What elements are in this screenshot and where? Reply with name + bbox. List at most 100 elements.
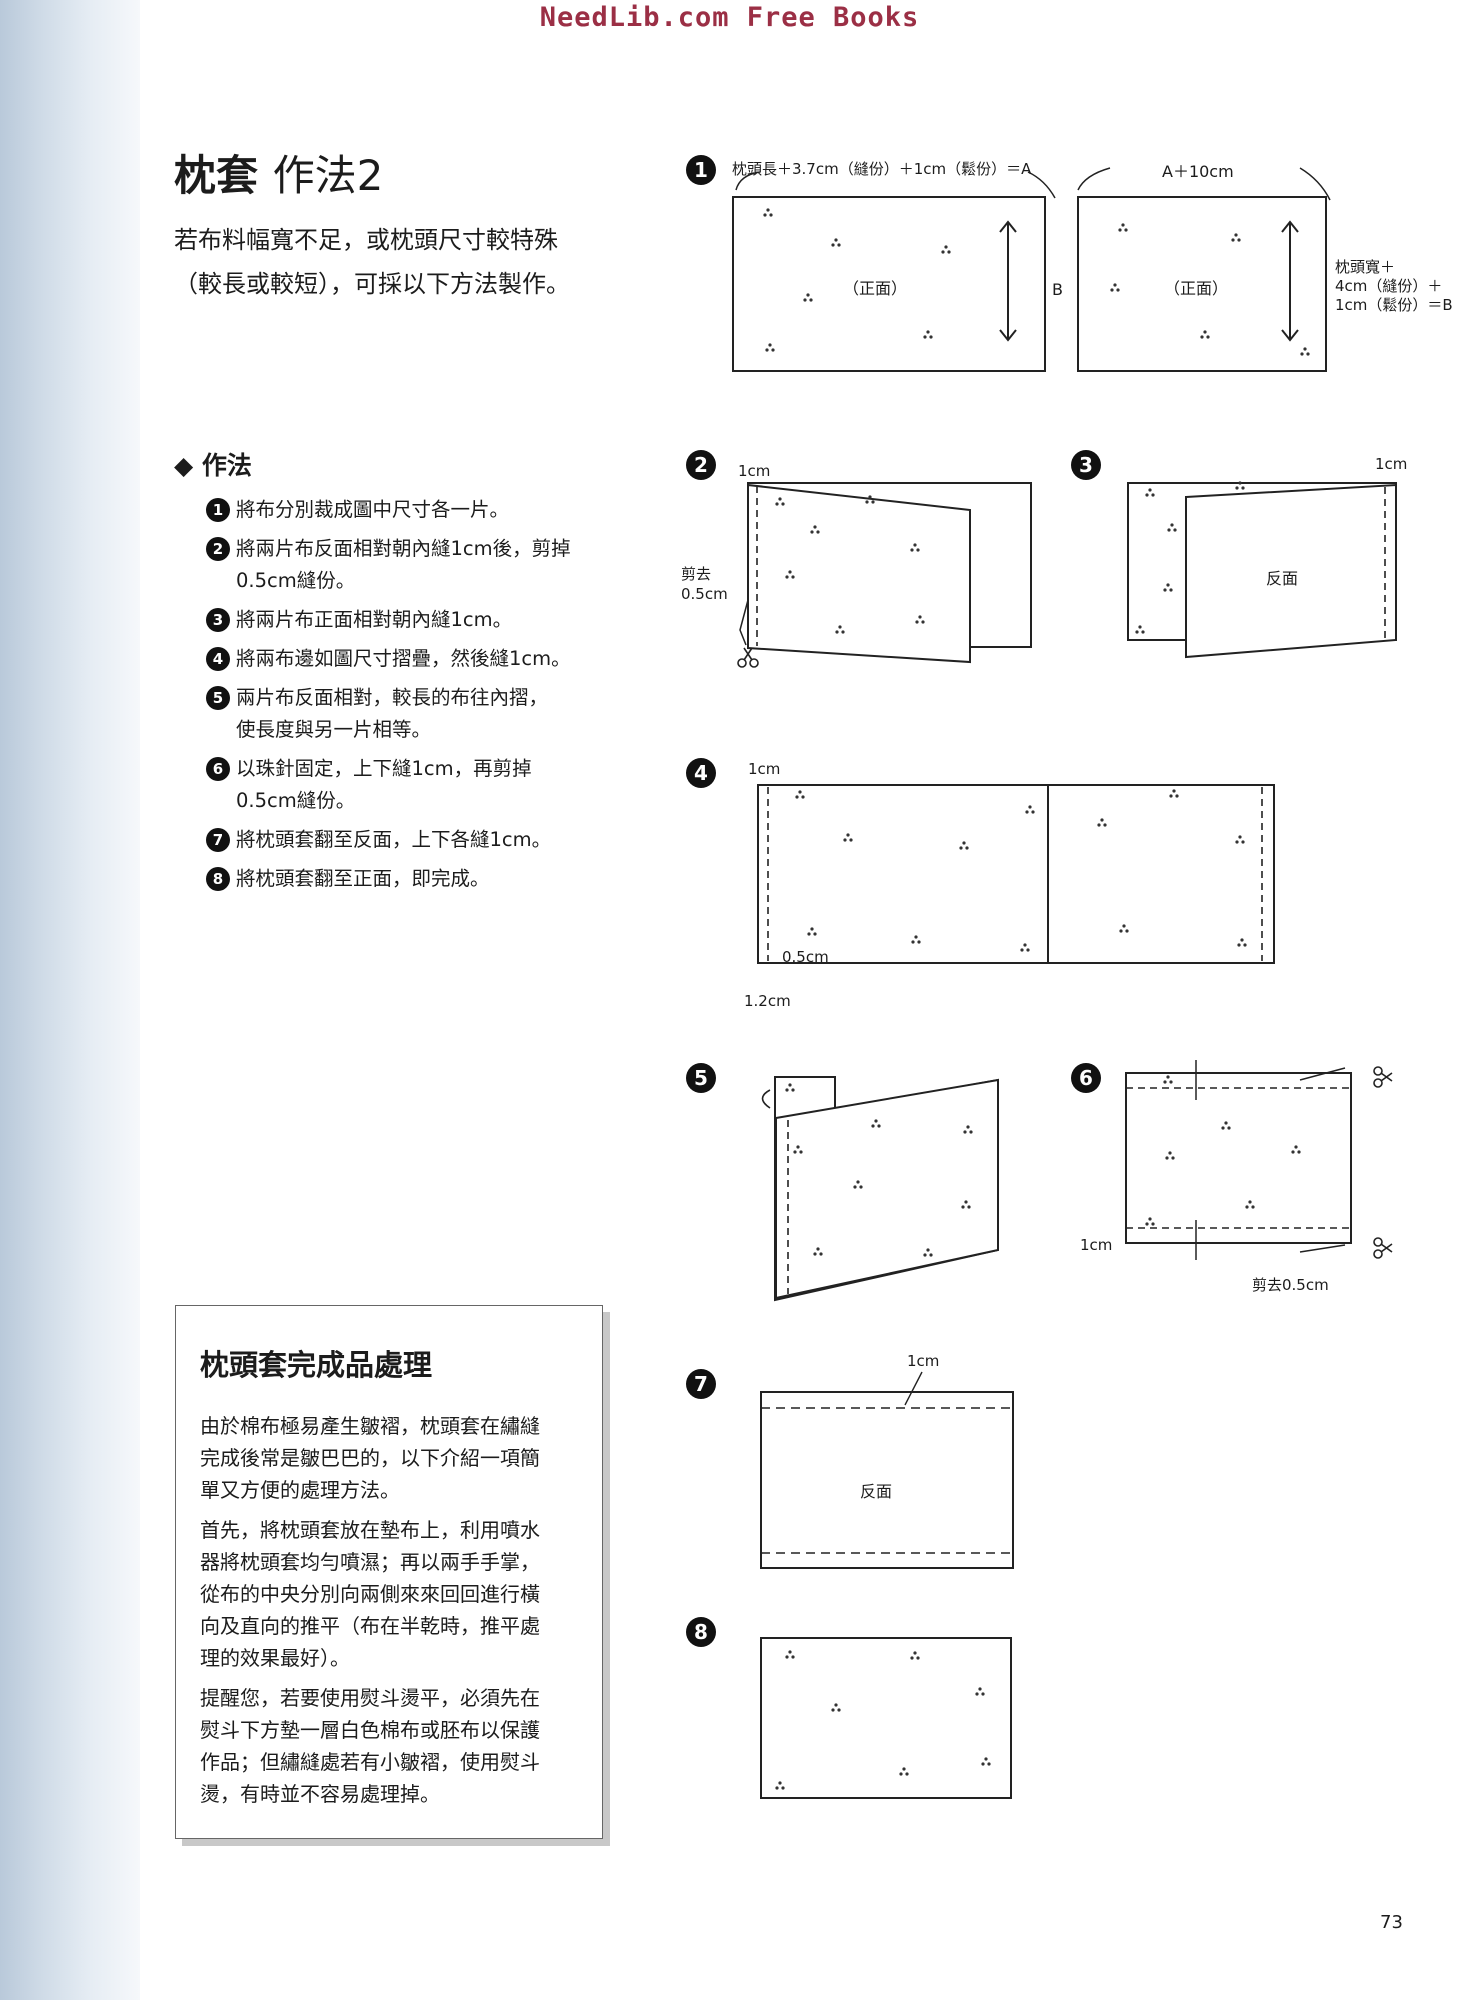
fabric-dot-motif xyxy=(775,1781,785,1790)
text-line: 提醒您，若要使用熨斗燙平，必須先在 xyxy=(200,1686,540,1710)
fabric-dot xyxy=(905,1772,909,1776)
fabric-dot xyxy=(966,1125,970,1129)
fabric-dot-motif xyxy=(1291,1145,1301,1154)
fabric-dot-motif xyxy=(1165,1151,1175,1160)
text-line: 完成後常是皺巴巴的，以下介紹一項簡 xyxy=(200,1446,540,1470)
text-line: 器將枕頭套均勻噴濕；再以兩手手掌， xyxy=(200,1550,540,1574)
fabric-dot-motif xyxy=(785,570,795,579)
fabric-dot xyxy=(1227,1126,1231,1130)
fabric-dot xyxy=(1297,1150,1301,1154)
fabric-dot xyxy=(984,1757,988,1761)
fabric-dot-motif xyxy=(1145,488,1155,497)
fabric-dot-motif xyxy=(1119,924,1129,933)
diagram-number: 3 xyxy=(1071,450,1101,480)
fabric-dot xyxy=(1168,1151,1172,1155)
fabric-dot xyxy=(1303,347,1307,351)
leader-line xyxy=(904,1371,923,1406)
fabric-dot xyxy=(1141,630,1145,634)
fabric-dot-motif xyxy=(941,245,951,254)
text-line: 1cm（鬆份）＝B xyxy=(1335,296,1453,314)
fabric-dot-motif xyxy=(1145,1217,1155,1226)
cut-edge xyxy=(739,599,749,646)
diagram-8 xyxy=(760,1637,1012,1799)
fabric-dot-motif xyxy=(1118,223,1128,232)
fabric-dot xyxy=(1138,625,1142,629)
step-number: 1 xyxy=(206,498,230,522)
fabric-dot xyxy=(837,243,841,247)
fabric-dot xyxy=(1135,630,1139,634)
fabric-dot xyxy=(969,1130,973,1134)
step-number: 6 xyxy=(206,757,230,781)
header-link[interactable]: NeedLib.com Free Books xyxy=(539,2,920,33)
scissors-icon xyxy=(737,647,759,668)
fabric-dot xyxy=(1169,1080,1173,1084)
fabric-dot xyxy=(1241,840,1245,844)
fold-width-label: 1.2cm xyxy=(744,992,791,1010)
finishing-tips-box: 枕頭套完成品處理 由於棉布極易產生皺褶，枕頭套在繡縫 完成後常是皺巴巴的，以下介… xyxy=(175,1305,603,1839)
finished-case xyxy=(760,1637,1012,1799)
fabric-dot xyxy=(1148,488,1152,492)
fabric-dot xyxy=(1122,924,1126,928)
fabric-dot xyxy=(813,932,817,936)
intro-text: 若布料幅寬不足，或枕頭尺寸較特殊 （較長或較短），可採以下方法製作。 xyxy=(174,218,624,306)
step-number: 7 xyxy=(206,828,230,852)
fabric-dot xyxy=(775,502,779,506)
fabric-dot xyxy=(871,1124,875,1128)
diagram-number: 5 xyxy=(686,1063,716,1093)
front-fabric xyxy=(1185,483,1397,659)
diagram-number: 2 xyxy=(686,450,716,480)
fabric-dot-motif xyxy=(775,497,785,506)
fabric-dot xyxy=(987,1762,991,1766)
diagram-3 xyxy=(1127,482,1397,659)
text-line: 理的效果最好）。 xyxy=(200,1646,350,1670)
fabric-dot xyxy=(1300,352,1304,356)
fabric-dot xyxy=(911,940,915,944)
fabric-dot-motif xyxy=(1231,233,1241,242)
fabric-dot xyxy=(831,1708,835,1712)
fabric-dot xyxy=(846,833,850,837)
joined-fabric xyxy=(757,784,1275,964)
seam-allowance-label: 1cm xyxy=(1080,1236,1113,1254)
fabric-dot xyxy=(801,795,805,799)
fabric-dot xyxy=(981,1692,985,1696)
text-line: 枕頭寬＋ xyxy=(1335,258,1396,276)
fabric-dot xyxy=(819,1252,823,1256)
fabric-dot xyxy=(781,1786,785,1790)
fabric-dot xyxy=(849,838,853,842)
step-number: 4 xyxy=(206,647,230,671)
fabric-dot xyxy=(967,1205,971,1209)
fabric-dot-motif xyxy=(1167,523,1177,532)
fabric-dot-motif xyxy=(1163,1075,1173,1084)
fabric-dot xyxy=(918,615,922,619)
step-line: 0.5cm縫份。 xyxy=(236,789,356,812)
fabric-dot xyxy=(1243,943,1247,947)
fabric-dot xyxy=(1100,818,1104,822)
fabric-dot xyxy=(816,1247,820,1251)
diagram-4 xyxy=(757,784,1275,964)
fabric-dot xyxy=(810,530,814,534)
folded-fabric-front xyxy=(775,1078,999,1300)
fabric-dot xyxy=(1166,583,1170,587)
fabric-dot xyxy=(1306,352,1310,356)
fabric-dot-motif xyxy=(1020,943,1030,952)
fabric-dot xyxy=(1234,233,1238,237)
fabric-dot xyxy=(835,630,839,634)
fold-width-label: 0.5cm xyxy=(782,948,829,966)
fabric-dot xyxy=(831,243,835,247)
text-line: 首先，將枕頭套放在墊布上，利用噴水 xyxy=(200,1518,540,1542)
fabric-dot xyxy=(910,548,914,552)
fabric-dot xyxy=(1241,486,1245,490)
fabric-dot xyxy=(778,1781,782,1785)
seam-allowance-label: 1cm xyxy=(1375,455,1408,473)
fabric-dot xyxy=(856,1180,860,1184)
fabric-dot xyxy=(944,245,948,249)
seam-allowance-label: 1cm xyxy=(738,462,771,480)
seam-allowance-label: 1cm xyxy=(907,1352,940,1370)
fabric-dot xyxy=(1170,523,1174,527)
fabric-dot xyxy=(1238,835,1242,839)
fabric-dot-motif xyxy=(765,343,775,352)
step-line: 0.5cm縫份。 xyxy=(236,569,356,592)
